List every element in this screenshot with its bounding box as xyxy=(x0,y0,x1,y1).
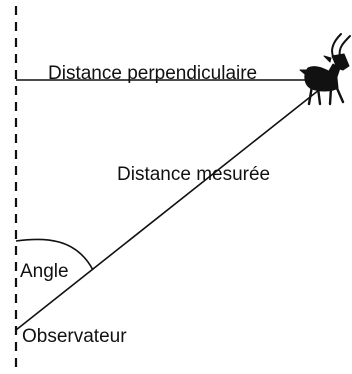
observer-label: Observateur xyxy=(22,326,127,347)
measured-distance-label: Distance mesurée xyxy=(117,164,270,185)
perpendicular-distance-label: Distance perpendiculaire xyxy=(48,63,257,84)
antelope-silhouette-icon xyxy=(299,33,351,106)
angle-arc xyxy=(15,238,94,271)
measured-distance-line xyxy=(15,85,325,331)
angle-label: Angle xyxy=(20,261,69,282)
